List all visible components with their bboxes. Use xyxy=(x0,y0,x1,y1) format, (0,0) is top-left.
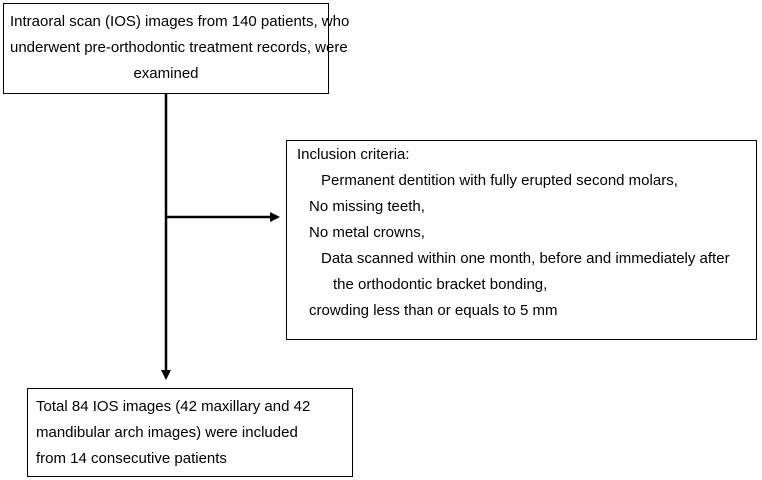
criteria-item-no-missing-teeth: No missing teeth, xyxy=(309,198,425,215)
final-sample-line-1: Total 84 IOS images (42 maxillary and 42 xyxy=(36,398,311,415)
initial-sample-line-2: underwent pre-orthodontic treatment reco… xyxy=(10,39,348,56)
final-sample-line-3: from 14 consecutive patients xyxy=(36,450,227,467)
final-sample-line-2: mandibular arch images) were included xyxy=(36,424,298,441)
inclusion-criteria-box: Inclusion criteria: Permanent dentition … xyxy=(286,140,757,340)
criteria-item-no-metal-crowns: No metal crowns, xyxy=(309,224,425,241)
inclusion-criteria-title: Inclusion criteria: xyxy=(297,146,410,163)
criteria-item-crowding: crowding less than or equals to 5 mm xyxy=(309,302,558,319)
criteria-item-scan-timing-continued: the orthodontic bracket bonding, xyxy=(333,276,548,293)
criteria-item-permanent-dentition: Permanent dentition with fully erupted s… xyxy=(321,172,678,189)
initial-sample-line-3: examined xyxy=(133,65,199,82)
initial-sample-box: Intraoral scan (IOS) images from 140 pat… xyxy=(3,3,350,94)
criteria-item-scan-timing: Data scanned within one month, before an… xyxy=(321,250,730,267)
final-sample-box: Total 84 IOS images (42 maxillary and 42… xyxy=(27,388,353,477)
initial-sample-line-1: Intraoral scan (IOS) images from 140 pat… xyxy=(10,13,350,30)
